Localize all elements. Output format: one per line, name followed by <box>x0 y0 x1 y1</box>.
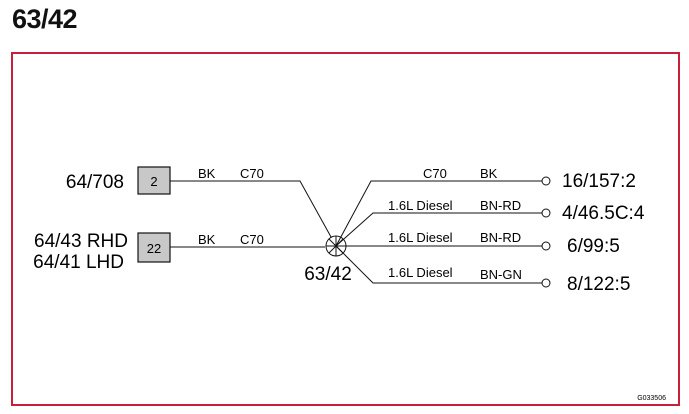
right-wire-1 <box>335 180 542 247</box>
left-connector-2-box <box>137 232 171 263</box>
page-title: 63/42 <box>12 4 78 34</box>
left-connector-1-box <box>137 166 171 195</box>
left-connector-2-label-line-2: 64/41 LHD <box>33 252 124 273</box>
right-wire-4 <box>335 245 542 284</box>
right-connector-2-label: 4/46.5C:4 <box>562 203 645 224</box>
splice-label: 63/42 <box>304 264 352 285</box>
figure-code: G033506 <box>637 395 666 402</box>
left-connector-1-pin: 2 <box>150 174 157 189</box>
left-wire-1 <box>170 180 337 247</box>
right-wire-2-color: BN-RD <box>480 198 521 213</box>
right-wire-3-color: BN-RD <box>480 230 521 245</box>
right-connector-4-label: 8/122:5 <box>567 274 630 295</box>
left-connector-2-pin: 22 <box>147 241 161 256</box>
right-wire-2-terminal <box>541 208 551 218</box>
right-wire-4-color: BN-GN <box>480 267 522 282</box>
right-wire-1-color: BK <box>480 166 498 181</box>
right-connector-3-label: 6/99:5 <box>567 236 620 257</box>
left-connector-1-label: 64/708 <box>66 172 124 193</box>
right-wire-3-desc: 1.6L Diesel <box>388 230 453 245</box>
left-wire-1-color: BK <box>198 166 216 181</box>
right-wire-4-terminal <box>541 278 551 288</box>
right-wire-1-desc: C70 <box>423 166 447 181</box>
left-wire-2-color: BK <box>198 232 216 247</box>
right-connector-1-label: 16/157:2 <box>562 171 636 192</box>
right-wire-4-desc: 1.6L Diesel <box>388 265 453 280</box>
right-wire-3-terminal <box>541 241 551 251</box>
left-wire-1-circuit: C70 <box>240 166 264 181</box>
diagram-frame <box>11 52 680 406</box>
left-connector-2-label-line-1: 64/43 RHD <box>34 231 128 252</box>
left-wire-2-circuit: C70 <box>240 232 264 247</box>
right-wire-2-desc: 1.6L Diesel <box>388 198 453 213</box>
right-wire-2 <box>335 212 542 247</box>
right-wire-1-terminal <box>541 176 551 186</box>
